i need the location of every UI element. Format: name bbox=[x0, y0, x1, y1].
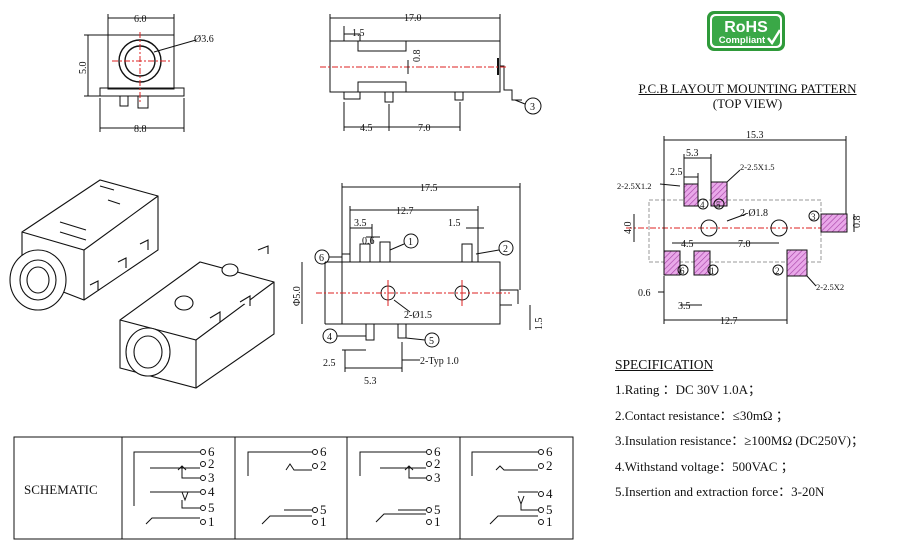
pcb-total-dim: 15.3 bbox=[746, 130, 764, 141]
pcb-08-dim: 0.8 bbox=[852, 216, 863, 229]
pcb-pad2-dim: 2-2.5X2 bbox=[816, 282, 844, 292]
pcb-pad12-dim: 2-2.5X1.2 bbox=[617, 181, 651, 191]
isometric-view bbox=[9, 179, 275, 389]
top-06-dim: 0.6 bbox=[362, 236, 375, 247]
pin-num: 1 bbox=[208, 514, 215, 529]
spec-insertion-force: 5.Insertion and extraction force：3-20N bbox=[615, 484, 825, 499]
schematic-cell-4 bbox=[471, 451, 538, 525]
pin-num: 5 bbox=[546, 502, 553, 517]
top-15-dim: 1.5 bbox=[448, 218, 461, 229]
top-pin2-label: 2 bbox=[503, 244, 508, 255]
side-70-dim: 7.0 bbox=[418, 123, 431, 134]
pin-num: 6 bbox=[546, 444, 553, 459]
front-height-dim: 5.0 bbox=[78, 62, 89, 75]
pin-num: 6 bbox=[320, 444, 327, 459]
spec-contact-resistance: 2.Contact resistance：≤30mΩ ； bbox=[615, 407, 789, 423]
schematic-pin-circles bbox=[200, 449, 544, 525]
top-25-dim: 2.5 bbox=[323, 358, 336, 369]
pin-num: 6 bbox=[208, 444, 215, 459]
spec-withstand-voltage: 4.Withstand voltage：500VAC ； bbox=[615, 458, 794, 474]
pin-num: 2 bbox=[320, 458, 327, 473]
rohs-logo-graphic: RoHS Compliant bbox=[707, 11, 785, 51]
side-view bbox=[320, 14, 542, 131]
pcb-pin3-label: 3 bbox=[811, 212, 816, 222]
schematic-cell-3 bbox=[359, 451, 426, 523]
pin-num: 3 bbox=[208, 470, 215, 485]
pcb-40-dim: 4.0 bbox=[623, 222, 634, 235]
top-h15-dim: 1.5 bbox=[534, 318, 545, 331]
pcb-53-dim: 5.3 bbox=[686, 148, 699, 159]
pin-num: 5 bbox=[208, 500, 215, 515]
schematic-cell-1 bbox=[133, 451, 200, 525]
front-width-dim: 6.0 bbox=[134, 14, 147, 25]
top-pin6-label: 6 bbox=[319, 253, 324, 264]
pin-num: 2 bbox=[434, 456, 441, 471]
schematic-pin-numbers: 6 2 3 4 5 1 6 2 5 1 6 2 3 5 1 6 2 4 5 1 bbox=[208, 444, 553, 529]
pcb-layout bbox=[626, 136, 855, 324]
pcb-25-dim: 2.5 bbox=[670, 167, 683, 178]
pin-num: 2 bbox=[546, 458, 553, 473]
pcb-layout-title-block: P.C.B LAYOUT MOUNTING PATTERN (TOP VIEW) bbox=[620, 81, 875, 111]
pcb-pin1-label: 1 bbox=[710, 266, 715, 276]
top-dia-dim: Φ5.0 bbox=[292, 286, 303, 306]
top-127-dim: 12.7 bbox=[396, 206, 414, 217]
side-15-dim: 1.5 bbox=[352, 28, 365, 39]
side-08-dim: 0.8 bbox=[412, 50, 423, 63]
pcb-layout-subtitle: (TOP VIEW) bbox=[712, 96, 783, 111]
pin-num: 6 bbox=[434, 444, 441, 459]
pcb-70-dim: 7.0 bbox=[738, 239, 751, 250]
top-pin5-label: 5 bbox=[429, 336, 434, 347]
top-53-dim: 5.3 bbox=[364, 376, 377, 387]
side-pin3-label: 3 bbox=[530, 102, 535, 113]
pin-num: 2 bbox=[208, 456, 215, 471]
spec-insulation-resistance: 3.Insulation resistance：≥100MΩ (DC250V)； bbox=[615, 433, 864, 448]
side-length-dim: 17.0 bbox=[404, 13, 422, 24]
pin-num: 3 bbox=[434, 470, 441, 485]
front-view bbox=[84, 14, 197, 132]
pin-num: 5 bbox=[434, 502, 441, 517]
pin-num: 1 bbox=[434, 514, 441, 529]
schematic-table bbox=[13, 436, 574, 540]
pin-num: 4 bbox=[208, 484, 215, 499]
top-view bbox=[301, 183, 531, 372]
top-typ-dim: 2-Typ 1.0 bbox=[420, 356, 459, 367]
pin-num: 4 bbox=[546, 486, 553, 501]
pin-num: 1 bbox=[546, 514, 553, 529]
pin-num: 1 bbox=[320, 514, 327, 529]
specification-block: SPECIFICATION 1.Rating ：DC 30V 1.0A； 2.C… bbox=[615, 357, 900, 510]
rohs-compliant-text: Compliant bbox=[719, 35, 766, 46]
specification-title: SPECIFICATION bbox=[615, 357, 714, 372]
pcb-35-dim: 3.5 bbox=[678, 301, 691, 312]
rohs-logo: RoHS Compliant bbox=[706, 10, 786, 52]
top-pin4-label: 4 bbox=[327, 332, 332, 343]
top-length-dim: 17.5 bbox=[420, 183, 438, 194]
pin-num: 5 bbox=[320, 502, 327, 517]
top-pin1-label: 1 bbox=[408, 237, 413, 248]
pcb-pad15-dim: 2-2.5X1.5 bbox=[740, 162, 774, 172]
front-base-dim: 8.8 bbox=[134, 124, 147, 135]
spec-rating: 1.Rating ：DC 30V 1.0A； bbox=[615, 382, 762, 397]
side-45-dim: 4.5 bbox=[360, 123, 373, 134]
pcb-127-dim: 12.7 bbox=[720, 316, 738, 327]
pcb-pin5-label: 5 bbox=[716, 200, 721, 210]
pcb-pin2-label: 2 bbox=[775, 266, 780, 276]
schematic-cell-2 bbox=[247, 451, 312, 525]
pcb-45-dim: 4.5 bbox=[681, 239, 694, 250]
pcb-06-dim: 0.6 bbox=[638, 288, 651, 299]
front-diameter-dim: Ø3.6 bbox=[194, 34, 214, 45]
top-holes-dim: 2-Ø1.5 bbox=[404, 310, 432, 321]
top-35-dim: 3.5 bbox=[354, 218, 367, 229]
pcb-pin4-label: 4 bbox=[700, 200, 705, 210]
pcb-layout-title: P.C.B LAYOUT MOUNTING PATTERN bbox=[638, 81, 857, 96]
rohs-text: RoHS bbox=[724, 19, 768, 36]
schematic-label: SCHEMATIC bbox=[24, 482, 98, 497]
pcb-hole-dim: 2-Ø1.8 bbox=[740, 208, 768, 219]
pcb-pin6-label: 6 bbox=[680, 266, 685, 276]
